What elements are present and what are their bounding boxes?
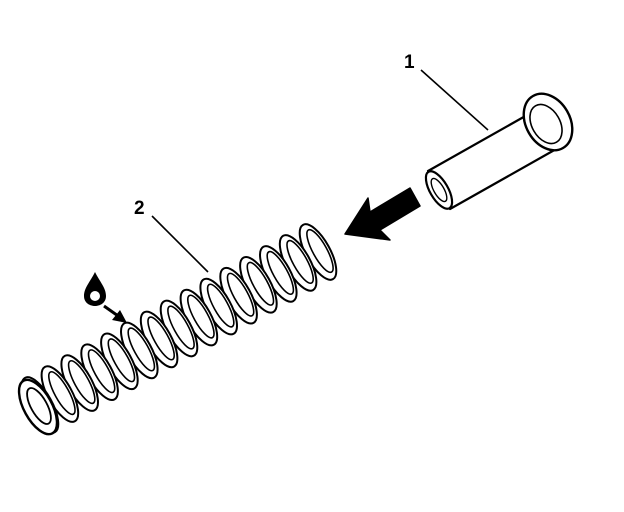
- spring-coil-inner: [87, 349, 116, 394]
- spring-end-bore: [26, 387, 52, 425]
- pin-head: [522, 92, 574, 152]
- spring-coil-inner: [226, 272, 255, 317]
- spring-coil-inner: [48, 370, 76, 416]
- spring: [17, 223, 338, 436]
- spring-coil-inner: [107, 338, 136, 383]
- spring-coil-inner: [127, 327, 156, 372]
- spring-coil-inner: [67, 359, 96, 405]
- spring-coil-inner: [266, 250, 295, 296]
- pin-head-inner: [529, 103, 563, 145]
- callout-1-label: 1: [404, 52, 415, 73]
- oil-drop-icon: [84, 272, 106, 306]
- lubricant-pointer-arrow: [103, 304, 127, 323]
- spring-coil-inner: [306, 228, 334, 274]
- pin-end-bore: [430, 177, 448, 203]
- callout-2-leader: [151, 215, 209, 273]
- callout-2-label: 2: [134, 198, 145, 219]
- pin: [424, 92, 574, 211]
- spring-coil-inner: [246, 261, 275, 306]
- spring-coil-inner: [206, 283, 235, 328]
- spring-coil-inner: [187, 294, 215, 339]
- spring-coil-inner: [286, 239, 314, 285]
- callout-1-leader: [420, 69, 489, 131]
- arrow-left-icon: [344, 187, 421, 241]
- spring-coil-inner: [147, 316, 175, 361]
- spring-coil-inner: [167, 305, 195, 350]
- pin-end: [424, 170, 454, 210]
